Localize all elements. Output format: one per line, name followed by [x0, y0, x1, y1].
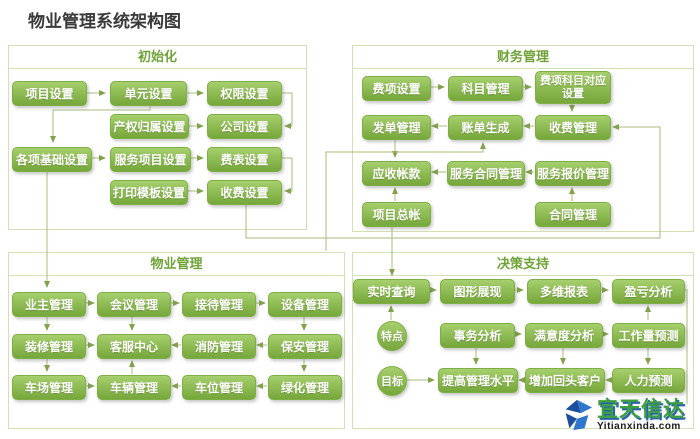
box-greening-management: 绿化管理: [268, 375, 342, 400]
box-repeat-customers: 增加回头客户: [525, 368, 605, 393]
box-permission-settings: 权限设置: [207, 81, 282, 106]
yitianxinda-logo-icon: [565, 399, 593, 431]
box-fee-table-settings: 费表设置: [207, 147, 282, 172]
box-company-settings: 公司设置: [207, 114, 282, 139]
box-charge-settings: 收费设置: [207, 180, 282, 205]
box-parking-space-management: 车位管理: [182, 375, 256, 400]
section-initialization-title: 初始化: [9, 46, 306, 69]
box-graphic-display: 图形展现: [440, 279, 515, 304]
section-finance-title: 财务管理: [353, 46, 693, 69]
circle-feature: 特点: [377, 321, 407, 351]
box-manpower-forecast: 人力预测: [612, 368, 685, 393]
box-service-quote-management: 服务报价管理: [535, 161, 611, 186]
section-property-title: 物业管理: [9, 253, 344, 276]
wire-fee-table-to-charge-settings: [281, 157, 293, 194]
box-fire-management: 消防管理: [182, 334, 256, 359]
box-bill-generation: 账单生成: [448, 115, 523, 140]
wire-unit-to-basic: [50, 105, 151, 143]
watermark-brand: 宜天信达: [597, 397, 685, 421]
box-equipment-management: 设备管理: [268, 292, 342, 317]
box-invoice-management: 发单管理: [362, 115, 431, 140]
box-affair-analysis: 事务分析: [440, 323, 515, 348]
wire-property-section-to-bill-generation: [325, 142, 486, 251]
box-vehicle-management: 车辆管理: [97, 375, 171, 400]
wire-permission-to-company: [281, 92, 293, 129]
box-workload-forecast: 工作量预测: [612, 323, 685, 348]
box-ownership-settings: 产权归属设置: [110, 114, 189, 139]
box-parking-lot-management: 车场管理: [12, 375, 86, 400]
box-service-contract-management: 服务合同管理: [447, 161, 525, 186]
watermark-domain: Yitianxinda.com: [597, 420, 681, 432]
box-improve-management: 提高管理水平: [438, 368, 518, 393]
box-satisfaction-analysis: 满意度分析: [525, 323, 603, 348]
box-subject-management: 科目管理: [448, 76, 523, 101]
box-fee-subject-mapping: 费项科目对应设置: [535, 71, 611, 104]
box-contract-management: 合同管理: [535, 202, 611, 227]
box-basic-settings: 各项基础设置: [12, 147, 92, 172]
box-multidim-report: 多维报表: [527, 279, 601, 304]
box-decoration-management: 装修管理: [12, 334, 86, 359]
box-project-ledger: 项目总帐: [362, 202, 431, 227]
box-accounts-receivable: 应收帐款: [362, 161, 431, 186]
box-security-management: 保安管理: [268, 334, 342, 359]
box-project-settings: 项目设置: [12, 81, 87, 106]
watermark: 宜天信达 Yitianxinda.com: [560, 393, 698, 437]
circle-goal: 目标: [377, 366, 407, 396]
box-profit-loss-analysis: 盈亏分析: [612, 279, 685, 304]
box-fee-item-settings: 费项设置: [362, 76, 431, 101]
box-meeting-management: 会议管理: [97, 292, 171, 317]
box-charge-management: 收费管理: [535, 115, 611, 140]
box-owner-management: 业主管理: [12, 292, 86, 317]
box-print-template-settings: 打印模板设置: [110, 180, 188, 205]
box-reception-management: 接待管理: [182, 292, 256, 317]
box-realtime-query: 实时查询: [353, 279, 430, 304]
box-customer-service-center: 客服中心: [97, 334, 171, 359]
wire-charge-settings-to-charge-management: [245, 124, 661, 239]
box-service-item-settings: 服务项目设置: [110, 147, 191, 172]
page-title: 物业管理系统架构图: [28, 12, 181, 31]
section-decision-title: 决策支持: [353, 253, 693, 276]
box-unit-settings: 单元设置: [110, 81, 187, 106]
